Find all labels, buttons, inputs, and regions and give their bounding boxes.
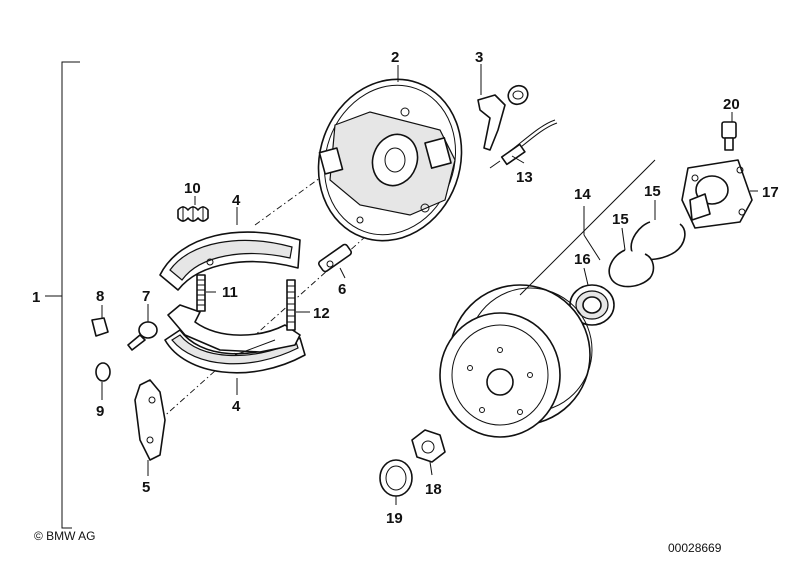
callout-4-upper: 4 [232, 192, 241, 209]
brake-cable [489, 119, 558, 169]
callout-14: 14 [574, 186, 591, 203]
adjuster [318, 243, 352, 273]
leader-lines [101, 64, 758, 505]
diagram-number: 00028669 [668, 541, 722, 555]
callout-15-lower: 15 [612, 211, 629, 228]
callout-7: 7 [142, 288, 150, 305]
small-spring [177, 206, 209, 222]
return-spring-12 [234, 279, 296, 356]
callout-1: 1 [32, 289, 40, 306]
assembly-bracket [45, 61, 80, 529]
backing-plate [317, 78, 463, 242]
callout-19: 19 [386, 510, 403, 527]
return-spring-11 [196, 274, 206, 312]
handbrake-lever [477, 84, 529, 151]
callout-6: 6 [338, 281, 346, 298]
grease-cap [379, 459, 413, 497]
callout-4-lower: 4 [232, 398, 241, 415]
callout-2: 2 [391, 49, 399, 66]
shoe-lever [134, 379, 166, 461]
hub-nut [411, 429, 446, 463]
washer-9 [95, 362, 111, 382]
wheel-flange [681, 159, 753, 229]
brake-shoe-upper [159, 231, 301, 291]
copyright-text: © BMW AG [34, 529, 96, 543]
callout-12: 12 [313, 305, 330, 322]
callout-16: 16 [574, 251, 591, 268]
bolt-7 [127, 321, 158, 351]
callout-5: 5 [142, 479, 150, 496]
brake-shoe-lower [164, 304, 306, 374]
bolt-20 [721, 121, 737, 151]
callout-11: 11 [222, 284, 238, 301]
cap-8 [91, 317, 109, 337]
wheel-bearing [569, 284, 615, 326]
callout-9: 9 [96, 403, 104, 420]
callout-17: 17 [762, 184, 779, 201]
callout-18: 18 [425, 481, 442, 498]
callout-20: 20 [723, 96, 740, 113]
circlip-lower [608, 249, 655, 288]
callout-8: 8 [96, 288, 104, 305]
callout-15-upper: 15 [644, 183, 661, 200]
callout-13: 13 [516, 169, 533, 186]
callout-3: 3 [475, 49, 483, 66]
callout-10: 10 [184, 180, 201, 197]
brake-drum [439, 284, 593, 438]
